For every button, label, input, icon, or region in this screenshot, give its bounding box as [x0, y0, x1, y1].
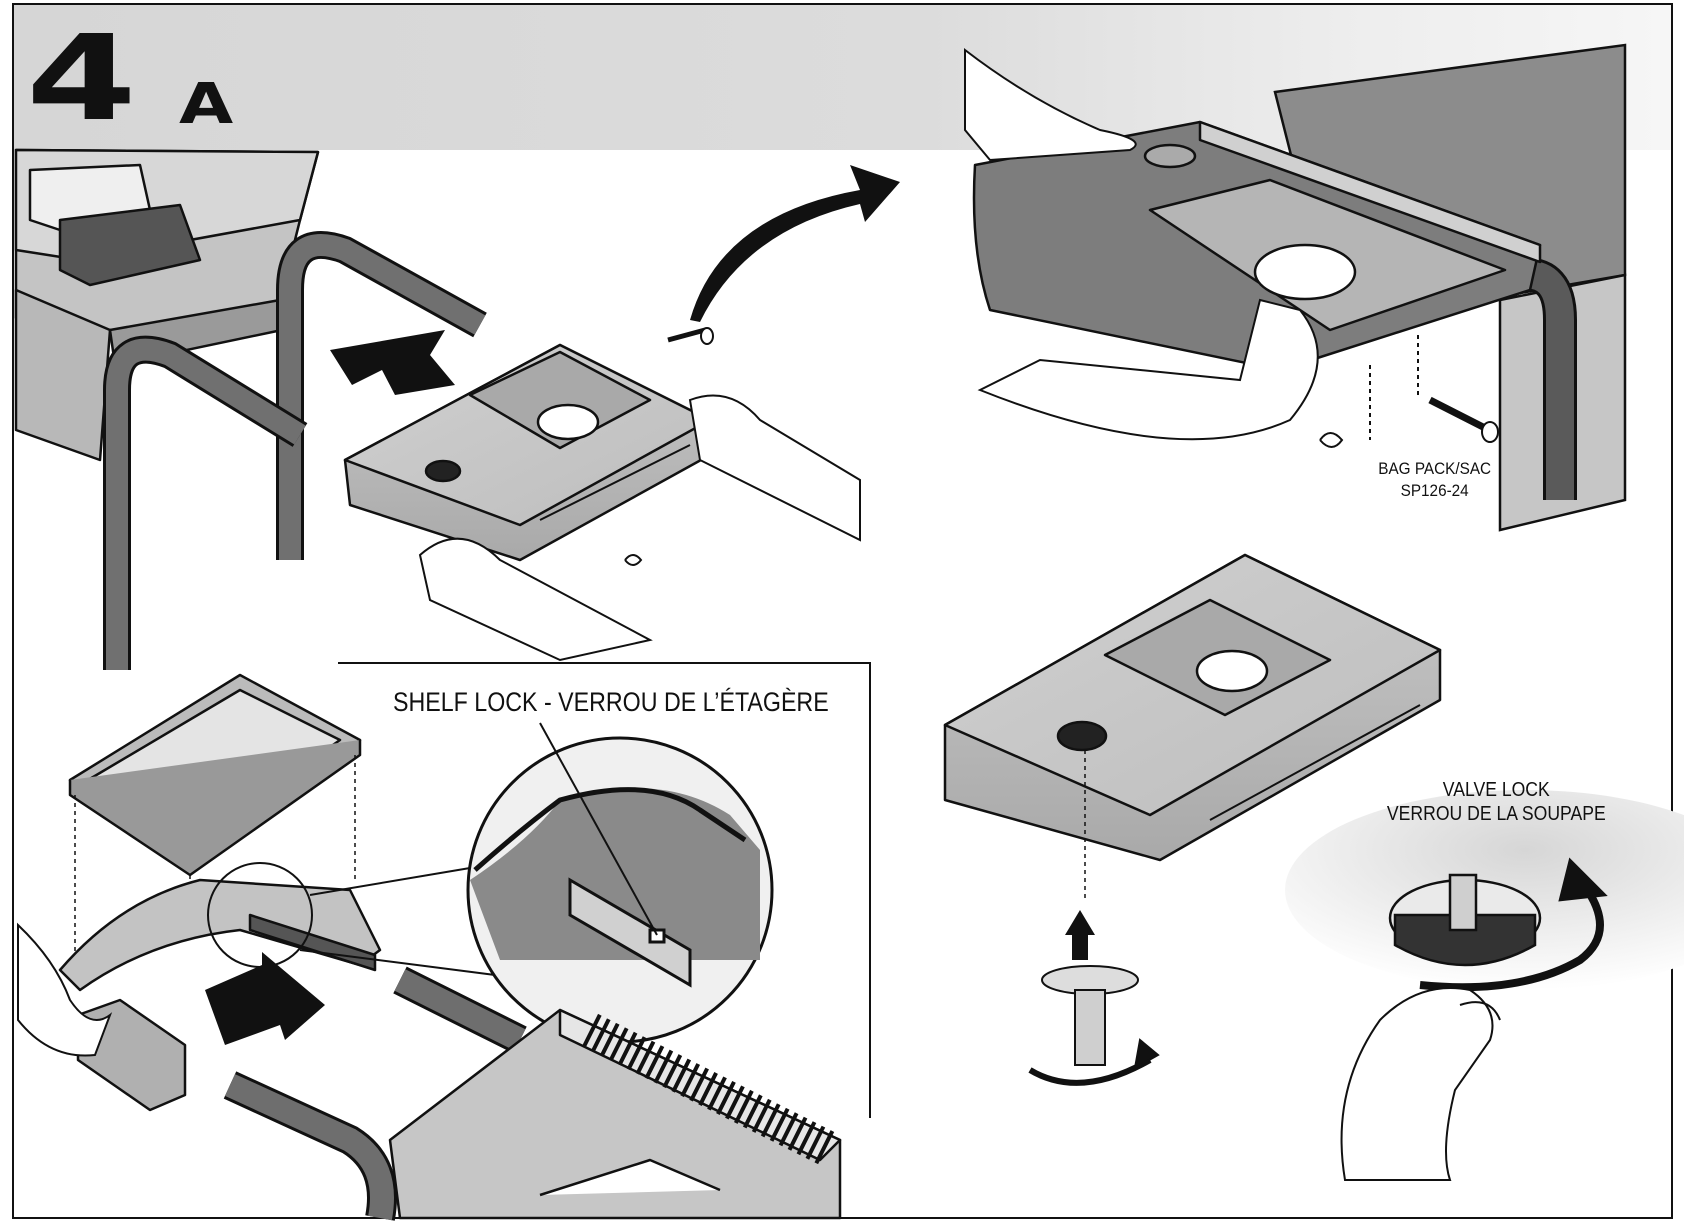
slide-arrow: [205, 952, 325, 1045]
rotate-arrow: [690, 165, 900, 322]
callout-shelf-lock: SHELF LOCK - VERROU DE L’ÉTAGÈRE: [393, 687, 829, 717]
hands-top-left: [418, 394, 861, 662]
hand-bottom-right: [1340, 987, 1501, 1181]
callout-bag-pack: BAG PACK/SAC SP126-24: [1378, 458, 1491, 502]
callout-valve-lock: VALVE LOCK VERROU DE LA SOUPAPE: [1387, 778, 1606, 826]
hand-bottom-left: [17, 922, 113, 1057]
tube-bottom-left: [223, 966, 527, 1221]
magnifier-circle-small: [207, 862, 496, 976]
side-shelf-top-right: [972, 120, 1542, 372]
cutting-board: [68, 673, 362, 965]
step-number: 4: [26, 9, 137, 147]
bolt-top-left: [667, 327, 714, 345]
magnifier-circle-large: [466, 736, 774, 1044]
wing-nut-top-left: [624, 554, 643, 566]
callout-valve-lock-line1: VALVE LOCK: [1442, 779, 1550, 801]
step-letter: A: [179, 72, 234, 137]
hands-top-right: [964, 47, 1319, 441]
grill-body-top-left: [14, 148, 320, 462]
leg-tube-front: [103, 335, 308, 670]
callout-bag-pack-line2: SP126-24: [1400, 481, 1469, 500]
grill-body-bottom: [388, 1008, 842, 1220]
inset-frame: [338, 662, 871, 1118]
callout-bag-pack-line1: BAG PACK/SAC: [1378, 459, 1492, 478]
wing-nut-top-right: [1319, 365, 1371, 448]
valve-lock-detail: [1388, 857, 1608, 992]
bolt-top-right: [1417, 335, 1499, 443]
callout-leader-shelf-lock: [539, 722, 658, 936]
push-arrow: [330, 330, 455, 395]
side-shelf-top-left: [343, 343, 712, 562]
up-arrow: [1065, 910, 1095, 960]
valve-small: [1028, 965, 1160, 1086]
shelf-frame-bottom-left: [58, 878, 382, 992]
leg-tube-rear: [276, 231, 487, 560]
side-shelf-bottom-right: [943, 553, 1442, 900]
callout-valve-lock-line2: VERROU DE LA SOUPAPE: [1386, 803, 1606, 825]
